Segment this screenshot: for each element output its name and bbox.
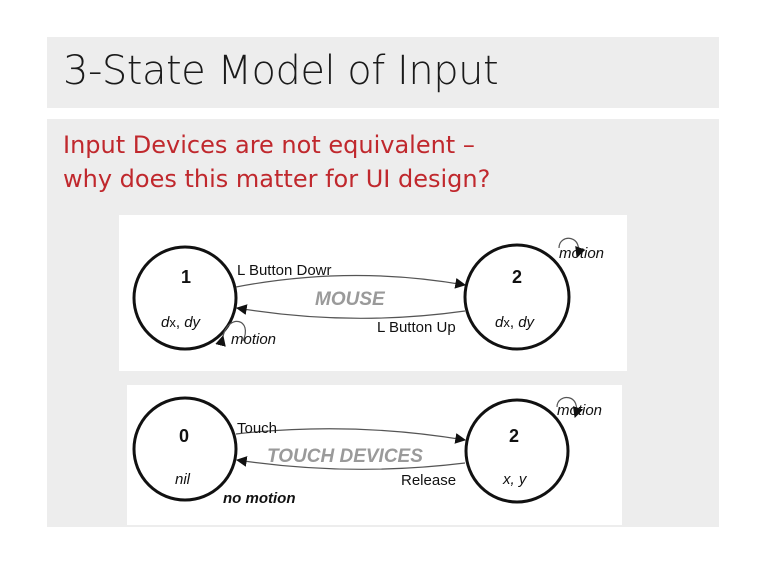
mouse-state-2-sep: , (510, 314, 518, 331)
slide-subtitle: Input Devices are not equivalent – why d… (63, 128, 490, 196)
touch-diagram-svg: 0 nil 2 x, y Touch Release TOUCH DEVICES… (132, 396, 602, 507)
touch-loop-right (556, 396, 584, 419)
touch-state-0-number: 0 (179, 426, 189, 446)
mouse-loop-right (558, 237, 586, 259)
mouse-state-1-d1: d (161, 314, 170, 331)
touch-state-diagram: 0 nil 2 x, y Touch Release TOUCH DEVICES… (127, 385, 622, 525)
touch-state-0-circle (132, 396, 238, 502)
mouse-state-2-number: 2 (512, 267, 522, 287)
mouse-edge-up-label: L Button Up (377, 319, 456, 336)
touch-edge-release-arrow (235, 456, 466, 470)
touch-loop-right-label: motion (557, 402, 602, 419)
mouse-state-1-number: 1 (181, 267, 191, 287)
mouse-edge-up-arrow (235, 304, 466, 319)
mouse-state-1-sep: , (176, 314, 184, 331)
slide-title-bar: 3-State Model of Input (47, 37, 719, 108)
mouse-state-1-y: y (192, 314, 202, 331)
mouse-edge-down-arrow (235, 274, 467, 289)
mouse-diagram-svg: 1 dx, dy 2 dx, dy L Button Dowr L Button… (132, 237, 604, 351)
mouse-state-1-circle (132, 245, 238, 351)
mouse-state-2-x: x (503, 315, 510, 330)
touch-state-2-circle (464, 398, 570, 504)
touch-edge-touch-label: Touch (237, 420, 277, 437)
touch-state-2-var: x, y (502, 471, 528, 488)
touch-state-2-number: 2 (509, 426, 519, 446)
mouse-state-2-circle (463, 243, 571, 351)
mouse-diagram-label: MOUSE (315, 289, 386, 310)
mouse-loop-left-label: motion (231, 331, 276, 348)
touch-left-note: no motion (223, 490, 295, 507)
subtitle-line-2: why does this matter for UI design? (63, 165, 491, 193)
touch-edge-release-label: Release (401, 472, 456, 489)
mouse-state-2-d2: d (518, 314, 527, 331)
mouse-edge-down-label: L Button Dowr (237, 262, 332, 279)
touch-state-0-var: nil (175, 471, 191, 488)
mouse-loop-left (215, 320, 246, 347)
subtitle-line-1: Input Devices are not equivalent – (63, 131, 475, 159)
mouse-state-1-vars: dx, dy (161, 314, 202, 331)
mouse-state-1-d2: d (184, 314, 193, 331)
slide-title: 3-State Model of Input (63, 48, 499, 94)
mouse-state-1-x: x (169, 315, 176, 330)
mouse-state-2-y: y (526, 314, 536, 331)
mouse-state-2-d1: d (495, 314, 504, 331)
touch-edge-touch-arrow (235, 428, 467, 444)
mouse-state-diagram: 1 dx, dy 2 dx, dy L Button Dowr L Button… (119, 215, 627, 371)
mouse-state-2-vars: dx, dy (495, 314, 536, 331)
mouse-loop-right-label: motion (559, 245, 604, 262)
touch-diagram-label: TOUCH DEVICES (267, 446, 423, 467)
